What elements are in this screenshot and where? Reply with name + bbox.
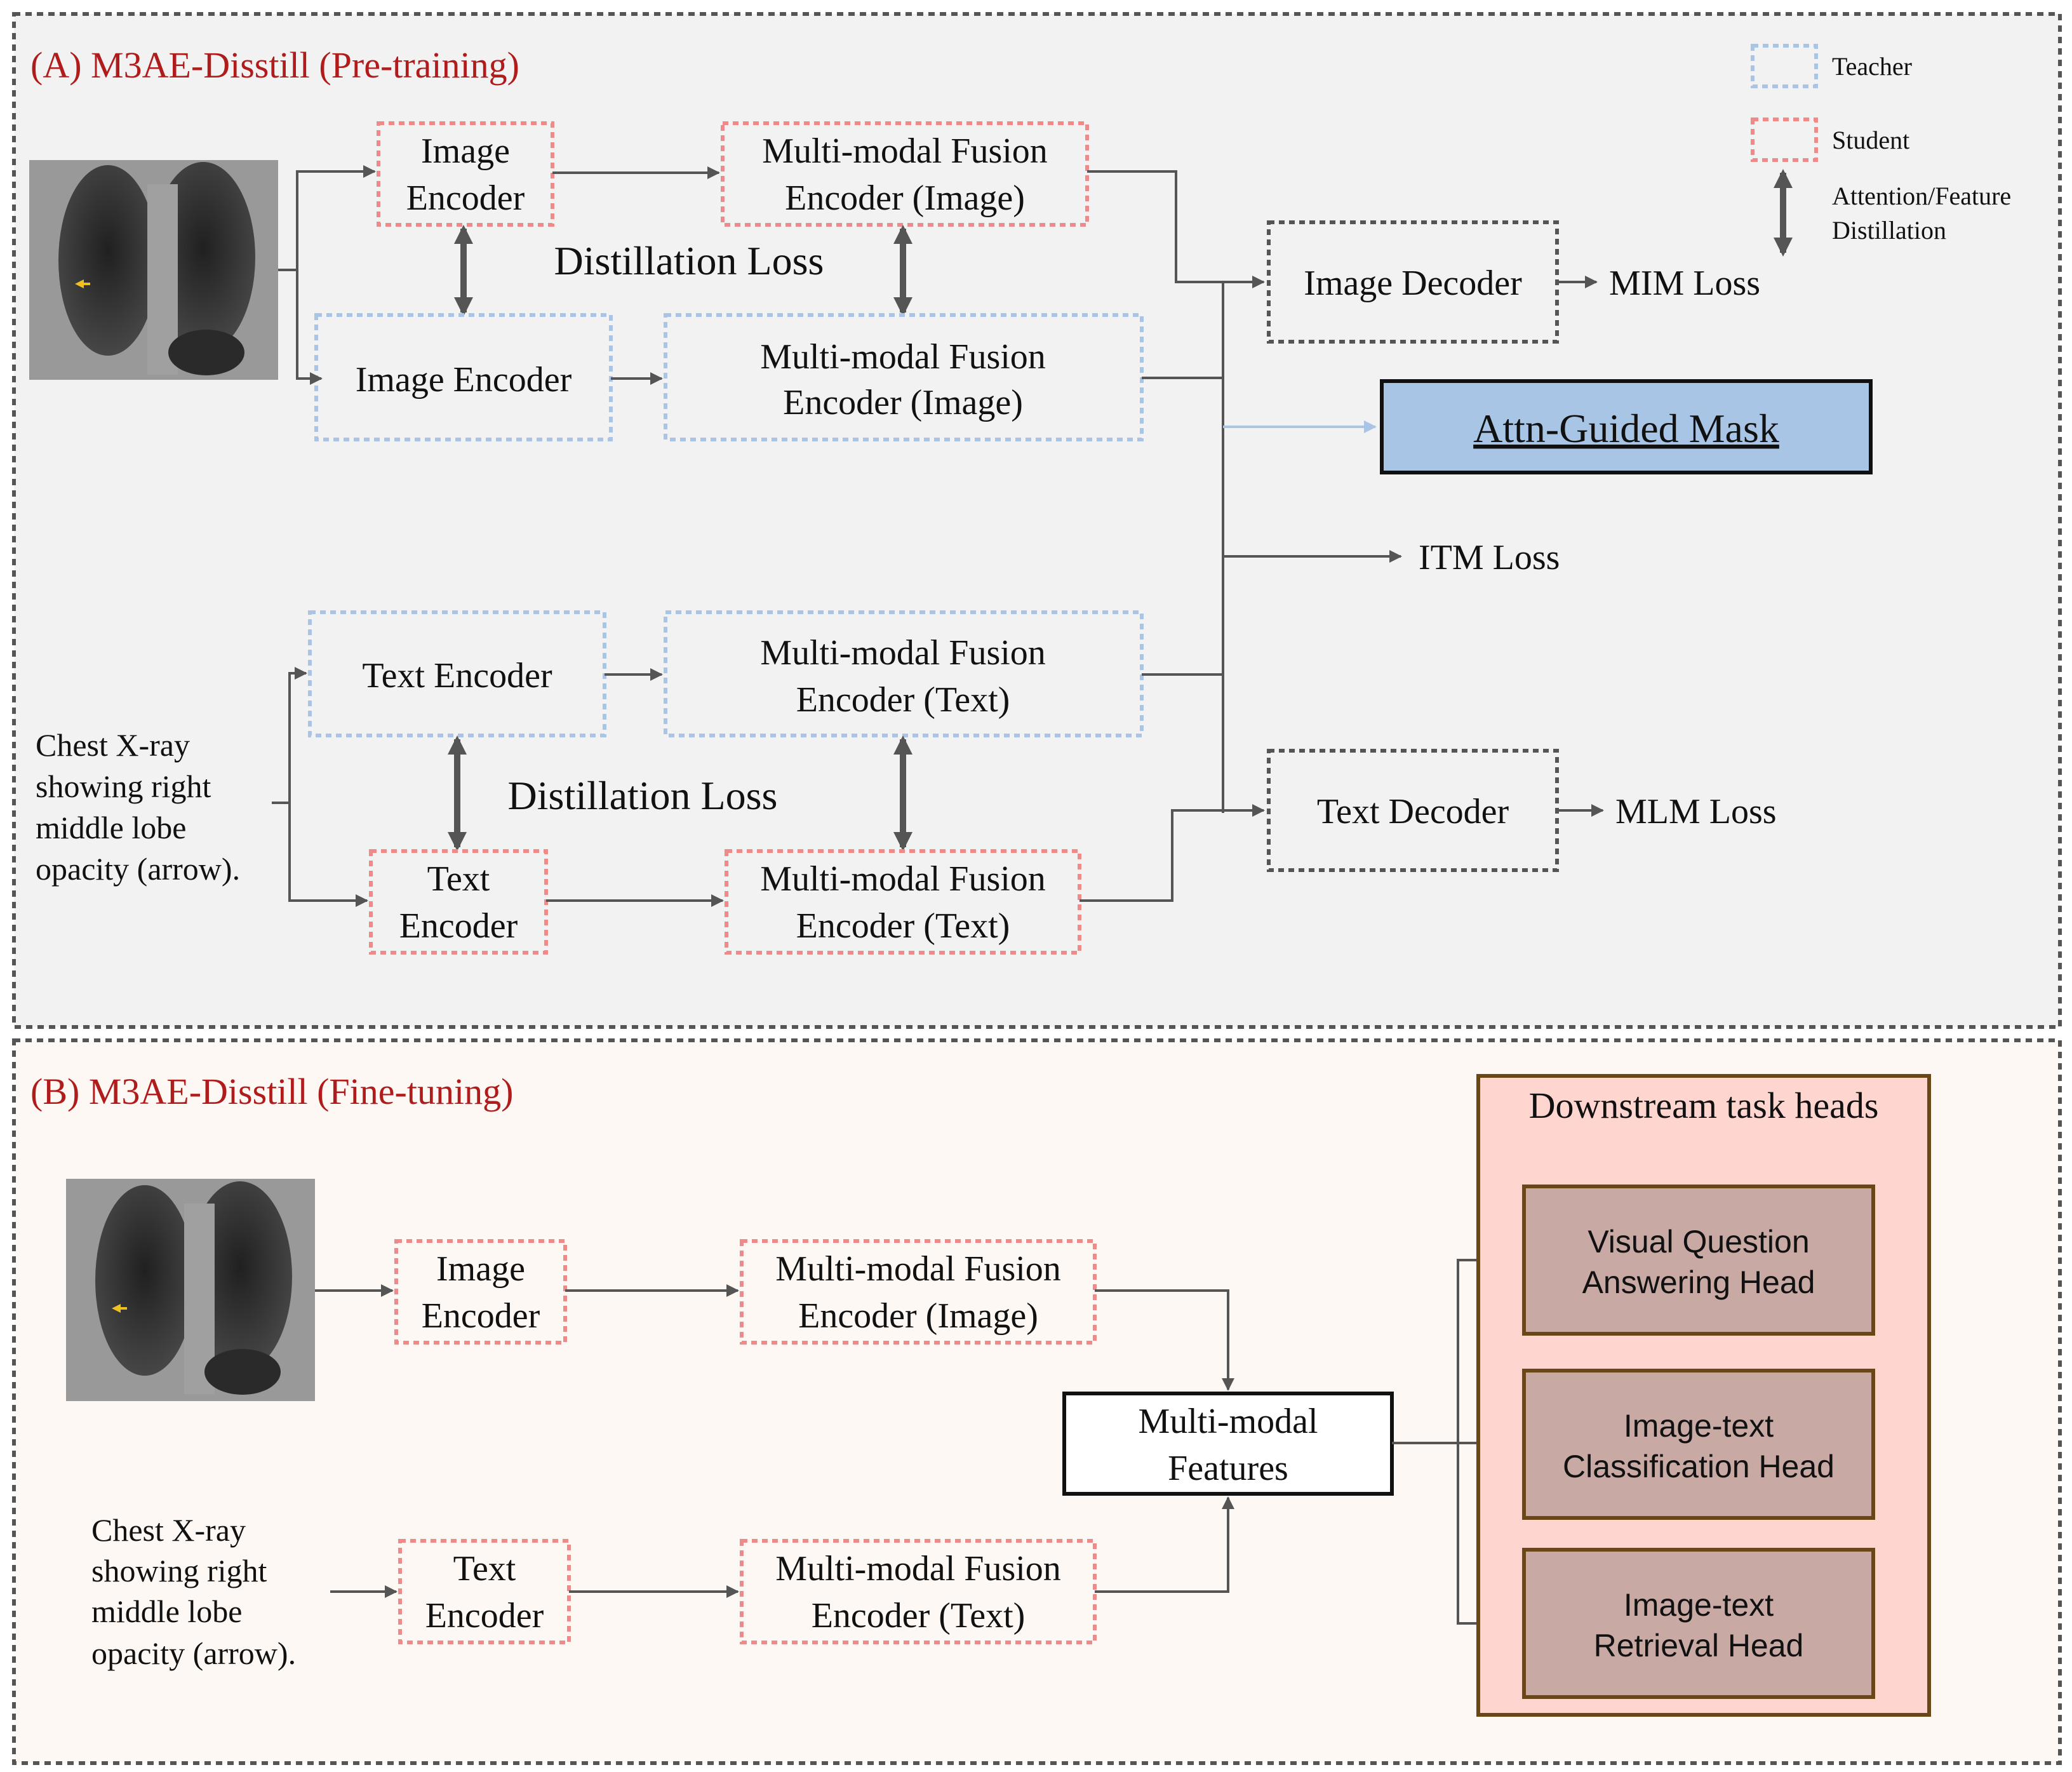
student-image-encoder-line1: Image <box>421 131 510 171</box>
student-fusion-image-line1: Multi-modal Fusion <box>762 131 1048 171</box>
caption-b-line3: middle lobe <box>91 1594 242 1629</box>
teacher-fusion-text-line2: Encoder (Text) <box>796 680 1010 720</box>
legend-student-label: Student <box>1832 126 1909 154</box>
caption-a-line1: Chest X-ray <box>36 727 190 763</box>
panel-pretraining <box>12 12 2062 1029</box>
legend-distill-line1: Attention/Feature <box>1832 182 2011 210</box>
caption-a-line4: opacity (arrow). <box>36 851 240 887</box>
ft-text-encoder <box>398 1539 571 1644</box>
caption-b-line4: opacity (arrow). <box>91 1635 296 1671</box>
chest-xray-image <box>29 160 278 380</box>
retrieval-head <box>1522 1548 1875 1699</box>
ft-fusion-encoder-image <box>740 1239 1097 1345</box>
downstream-heads-title: Downstream task heads <box>1529 1085 1879 1126</box>
cls-head-line1: Image-text <box>1624 1408 1774 1444</box>
ft-image-encoder-line2: Encoder <box>422 1296 540 1336</box>
arrows-text-branch <box>272 667 1265 907</box>
distillation-loss-bottom: Distillation Loss <box>508 773 778 818</box>
mlm-loss: MLM Loss <box>1615 792 1777 831</box>
teacher-fusion-image-line2: Encoder (Image) <box>783 383 1023 422</box>
legend-student-swatch <box>1751 117 1818 162</box>
attn-guided-mask-label: Attn-Guided Mask <box>1473 406 1779 451</box>
student-text-encoder-line2: Encoder <box>399 906 518 946</box>
features-line2: Features <box>1168 1449 1288 1488</box>
ret-head-line1: Image-text <box>1624 1587 1774 1623</box>
teacher-fusion-image-line1: Multi-modal Fusion <box>760 337 1046 377</box>
ft-fusion-encoder-text <box>740 1539 1097 1644</box>
multimodal-features <box>1062 1392 1394 1496</box>
ft-fusion-text-line2: Encoder (Text) <box>812 1596 1026 1635</box>
ft-fusion-image-line2: Encoder (Image) <box>798 1296 1038 1336</box>
ret-head-line2: Retrieval Head <box>1594 1628 1804 1663</box>
ft-image-encoder-line1: Image <box>436 1249 525 1289</box>
itm-loss: ITM Loss <box>1419 538 1560 577</box>
image-decoder-label: Image Decoder <box>1304 264 1522 303</box>
legend-teacher-label: Teacher <box>1832 52 1912 81</box>
caption-b-line2: showing right <box>91 1553 267 1588</box>
features-line1: Multi-modal <box>1138 1402 1318 1441</box>
chest-xray-image-finetune <box>66 1179 315 1401</box>
student-fusion-text-line1: Multi-modal Fusion <box>760 859 1046 899</box>
student-image-encoder-line2: Encoder <box>406 178 525 218</box>
ft-image-encoder <box>394 1239 567 1345</box>
ft-fusion-text-line1: Multi-modal Fusion <box>775 1549 1061 1588</box>
vqa-head-line2: Answering Head <box>1582 1265 1815 1300</box>
teacher-image-encoder-label: Image Encoder <box>356 360 572 399</box>
distillation-loss-top: Distillation Loss <box>554 238 824 283</box>
student-fusion-text-line2: Encoder (Text) <box>796 906 1010 946</box>
panel-b-title: (B) M3AE-Disstill (Fine-tuning) <box>30 1071 513 1112</box>
teacher-text-encoder-label: Text Encoder <box>362 656 552 695</box>
vqa-head-line1: Visual Question <box>1587 1224 1809 1259</box>
ft-text-encoder-line1: Text <box>453 1549 516 1588</box>
student-text-encoder-line1: Text <box>427 859 490 899</box>
legend-distill-line2: Distillation <box>1832 216 1946 245</box>
caption-a-line3: middle lobe <box>36 810 186 845</box>
legend-teacher-swatch <box>1751 44 1818 88</box>
text-decoder-label: Text Decoder <box>1317 792 1509 831</box>
arrows-image-branch <box>278 165 1402 813</box>
student-fusion-image-line2: Encoder (Image) <box>785 178 1025 218</box>
panel-a-title: (A) M3AE-Disstill (Pre-training) <box>30 44 519 86</box>
ft-fusion-image-line1: Multi-modal Fusion <box>775 1249 1061 1289</box>
caption-a-line2: showing right <box>36 769 211 804</box>
mim-loss: MIM Loss <box>1609 264 1760 303</box>
teacher-fusion-text-line1: Multi-modal Fusion <box>760 633 1046 673</box>
caption-b-line1: Chest X-ray <box>91 1512 246 1548</box>
ft-text-encoder-line2: Encoder <box>425 1596 544 1635</box>
student-fusion-encoder-text <box>725 849 1081 955</box>
cls-head-line2: Classification Head <box>1563 1449 1835 1484</box>
classification-head <box>1522 1369 1875 1520</box>
attn-guided-mask <box>1380 379 1873 474</box>
vqa-head <box>1522 1185 1875 1336</box>
